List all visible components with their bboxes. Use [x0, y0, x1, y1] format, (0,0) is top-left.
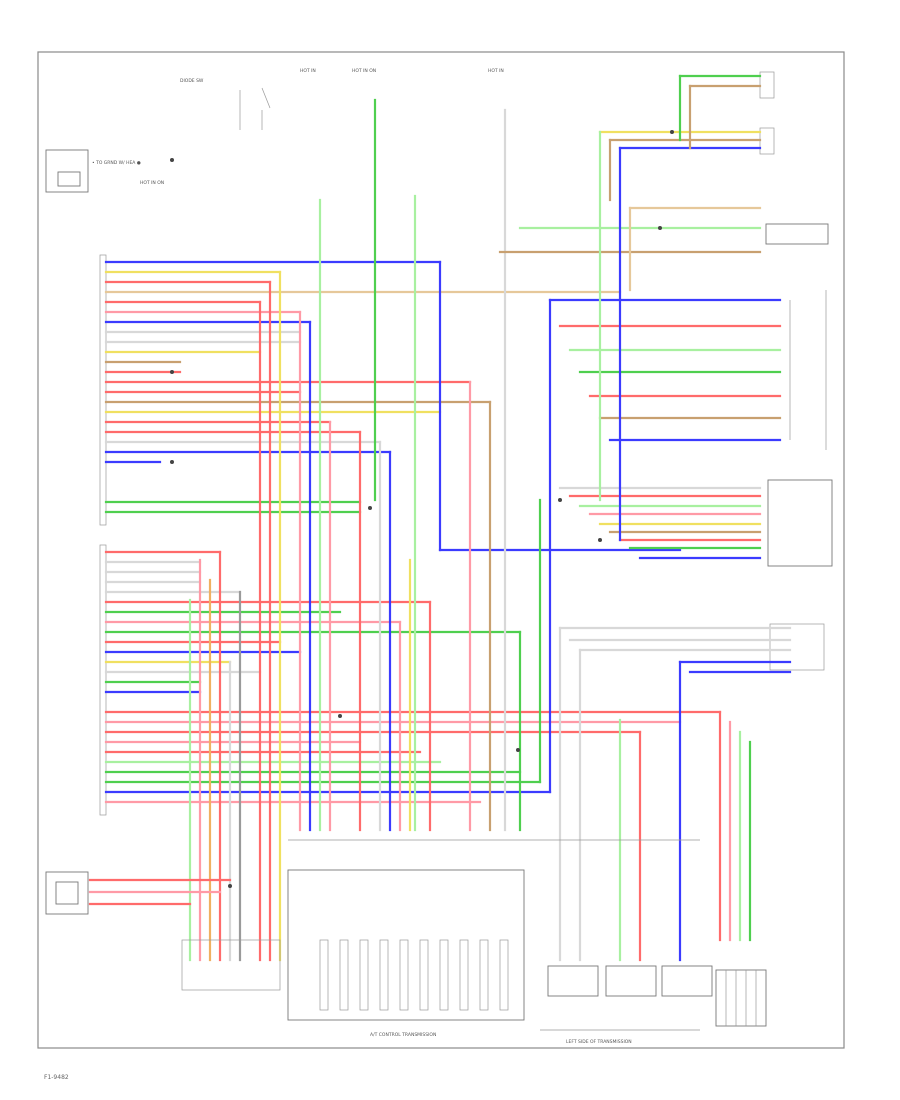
torque-converter-solenoid — [661, 965, 713, 997]
top-right-connector-b — [759, 127, 775, 155]
diagram-code: F1-9482 — [44, 1074, 69, 1081]
svg-text:HOT IN ON: HOT IN ON — [140, 180, 164, 186]
turbine-speed-sensor — [45, 871, 89, 915]
sensor-wires — [88, 878, 232, 906]
right-connector-column — [789, 290, 827, 450]
relay-switch — [239, 87, 271, 130]
svg-text:• TO GRND W/ HEA ●: • TO GRND W/ HEA ● — [92, 160, 141, 166]
right-vertical-wires — [558, 74, 752, 962]
vehicle-speed-sensor-box — [769, 623, 825, 671]
lower-row-wires — [104, 550, 722, 804]
right-horizontal-wires — [498, 74, 792, 674]
ground-block — [181, 939, 281, 991]
right-switch-box — [765, 223, 829, 245]
ignition-switch-box — [45, 149, 89, 193]
svg-text:HOT IN ON: HOT IN ON — [352, 68, 376, 74]
svg-text:DIODE SW: DIODE SW — [180, 78, 204, 84]
temperature-sensor — [715, 969, 767, 1027]
tcm-connector-block-lower — [99, 544, 107, 816]
vertical-wire-runs — [188, 98, 682, 962]
svg-text:HOT IN: HOT IN — [300, 68, 316, 74]
left-side-transmission-label: LEFT SIDE OF TRANSMISSION — [566, 1039, 632, 1045]
shift-solenoid-2 — [605, 965, 657, 997]
diagram-border — [37, 51, 845, 1049]
upper-row-wires — [104, 260, 622, 514]
at-control-transmission-block — [287, 839, 700, 1021]
svg-text:HOT IN: HOT IN — [488, 68, 504, 74]
shift-solenoid-1 — [547, 965, 599, 997]
at-control-transmission-label: A/T CONTROL TRANSMISSION — [370, 1032, 436, 1038]
inhibitor-switch-box — [767, 479, 833, 567]
splice-points — [170, 130, 674, 888]
top-right-connector-a — [759, 71, 775, 99]
tcm-connector-block-upper — [99, 254, 107, 526]
solenoid-terminals — [319, 939, 509, 1011]
